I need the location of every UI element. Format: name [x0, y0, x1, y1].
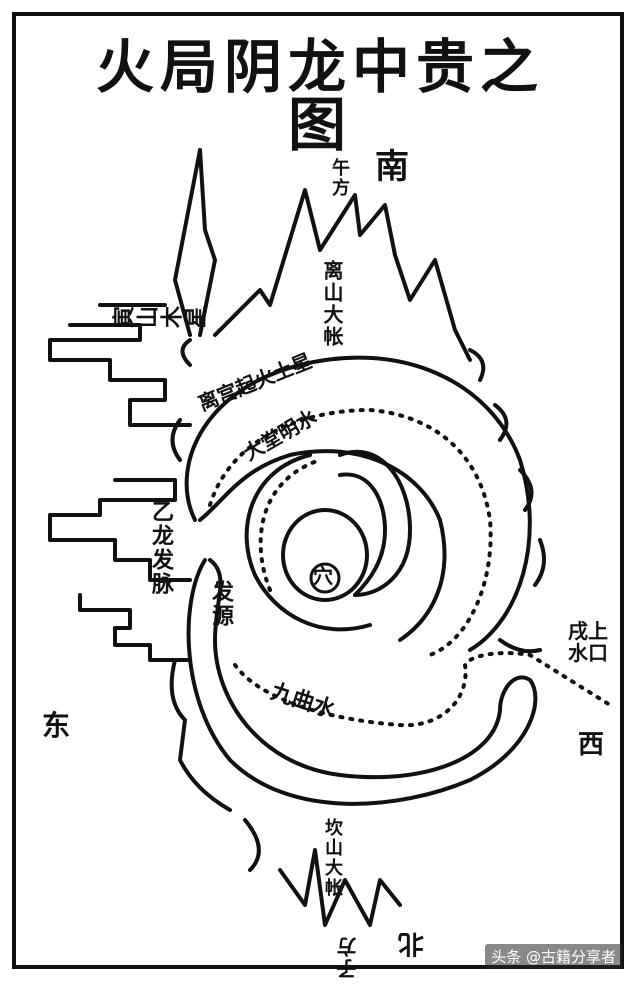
label-south-peak: 离山大帐 [320, 260, 344, 348]
lower-arc [186, 558, 538, 806]
direction-west: 西 [578, 730, 605, 760]
inner-arc-in [338, 472, 387, 597]
label-north-peak: 坎山大帐 [322, 818, 343, 898]
outer-arc [184, 355, 532, 652]
direction-north: 北 [398, 928, 425, 958]
direction-east: 东 [42, 709, 71, 742]
watermark: 头条 @古籍分享者 [485, 944, 622, 969]
inner-arc [338, 449, 412, 597]
label-source: 发源 [208, 580, 234, 628]
direction-south: 南 [375, 147, 409, 187]
map-frame [12, 12, 624, 969]
nine-curve-water [233, 651, 612, 728]
north-mountain-range [278, 848, 402, 927]
inner-dotted-water-2 [258, 458, 322, 592]
page-title: 火局阴龙中贵之图 [95, 33, 544, 159]
label-zi-fang: 子方 [336, 935, 360, 979]
inner-ring [244, 453, 372, 632]
east-wavy-edge [169, 338, 261, 872]
label-wu-fang: 午方 [329, 158, 350, 198]
east-steps-upper [48, 303, 192, 427]
center-circle [309, 562, 341, 594]
label-center: 穴 [313, 564, 333, 588]
south-mountain-range [213, 188, 472, 362]
west-wavy-edge [468, 348, 546, 654]
label-east-upper: 寅山木星 [112, 306, 208, 332]
east-steps-lower [78, 593, 192, 662]
label-exit-water: 戌上水口 [568, 619, 608, 665]
label-dragon: 乙龙发脉 [148, 500, 174, 596]
east-steps-middle [48, 478, 192, 582]
center-egg [281, 508, 369, 602]
inner-dotted-water [208, 408, 493, 657]
outer-arc-inner [198, 449, 447, 642]
east-tall-peak [173, 148, 217, 337]
